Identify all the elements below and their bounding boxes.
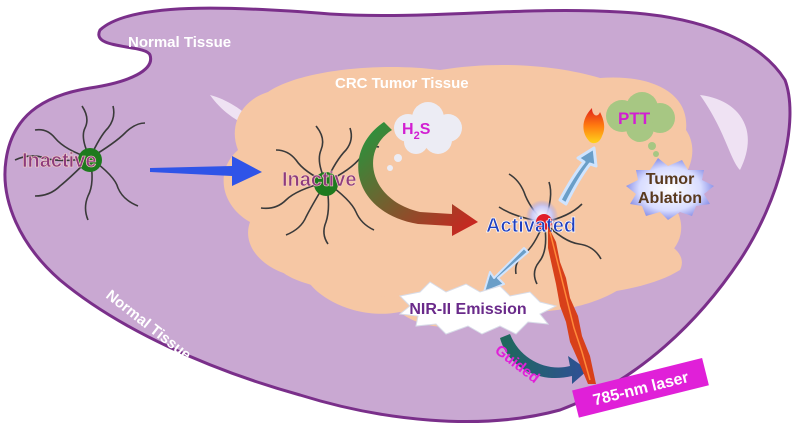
label-crc-tumor-tissue: CRC Tumor Tissue xyxy=(335,75,469,92)
blue-arrow-icon xyxy=(150,156,262,186)
label-tumor-ablation-1: Tumor xyxy=(646,171,695,188)
label-h2s-s: S xyxy=(420,121,431,138)
inactive-core-middle xyxy=(314,172,338,196)
tumor-tissue-lower-lobe xyxy=(276,223,682,300)
label-normal-tissue-top: Normal Tissue xyxy=(128,34,231,51)
svg-text:H2S: H2S xyxy=(402,121,431,142)
laser-beam-icon xyxy=(548,226,596,384)
label-inactive-left: Inactive xyxy=(22,150,96,172)
label-tumor-ablation-2: Ablation xyxy=(638,190,702,207)
activated-molecule xyxy=(498,173,602,285)
laser-beam-core xyxy=(549,231,591,381)
nir-emission-burst xyxy=(398,281,558,335)
curved-arrow-icon xyxy=(358,122,478,236)
ptt-cloud: PTT xyxy=(606,92,675,157)
guided-arrow xyxy=(500,334,588,384)
inactive-core-left xyxy=(78,148,102,172)
flame-icon xyxy=(583,108,605,144)
label-h2s-h: H xyxy=(402,121,414,138)
label-ptt: PTT xyxy=(618,109,651,128)
tissue-highlight-right xyxy=(700,95,748,170)
label-activated: Activated xyxy=(486,215,576,237)
glow-arrow-up xyxy=(558,146,598,206)
tumor-ablation-burst xyxy=(626,158,714,220)
label-inactive-middle: Inactive xyxy=(282,169,356,191)
h2s-cloud: H2S xyxy=(387,102,462,171)
emission-arrow xyxy=(483,247,529,293)
label-h2s-sub: 2 xyxy=(414,130,420,142)
label-nir-ii-emission: NIR-II Emission xyxy=(409,301,526,318)
